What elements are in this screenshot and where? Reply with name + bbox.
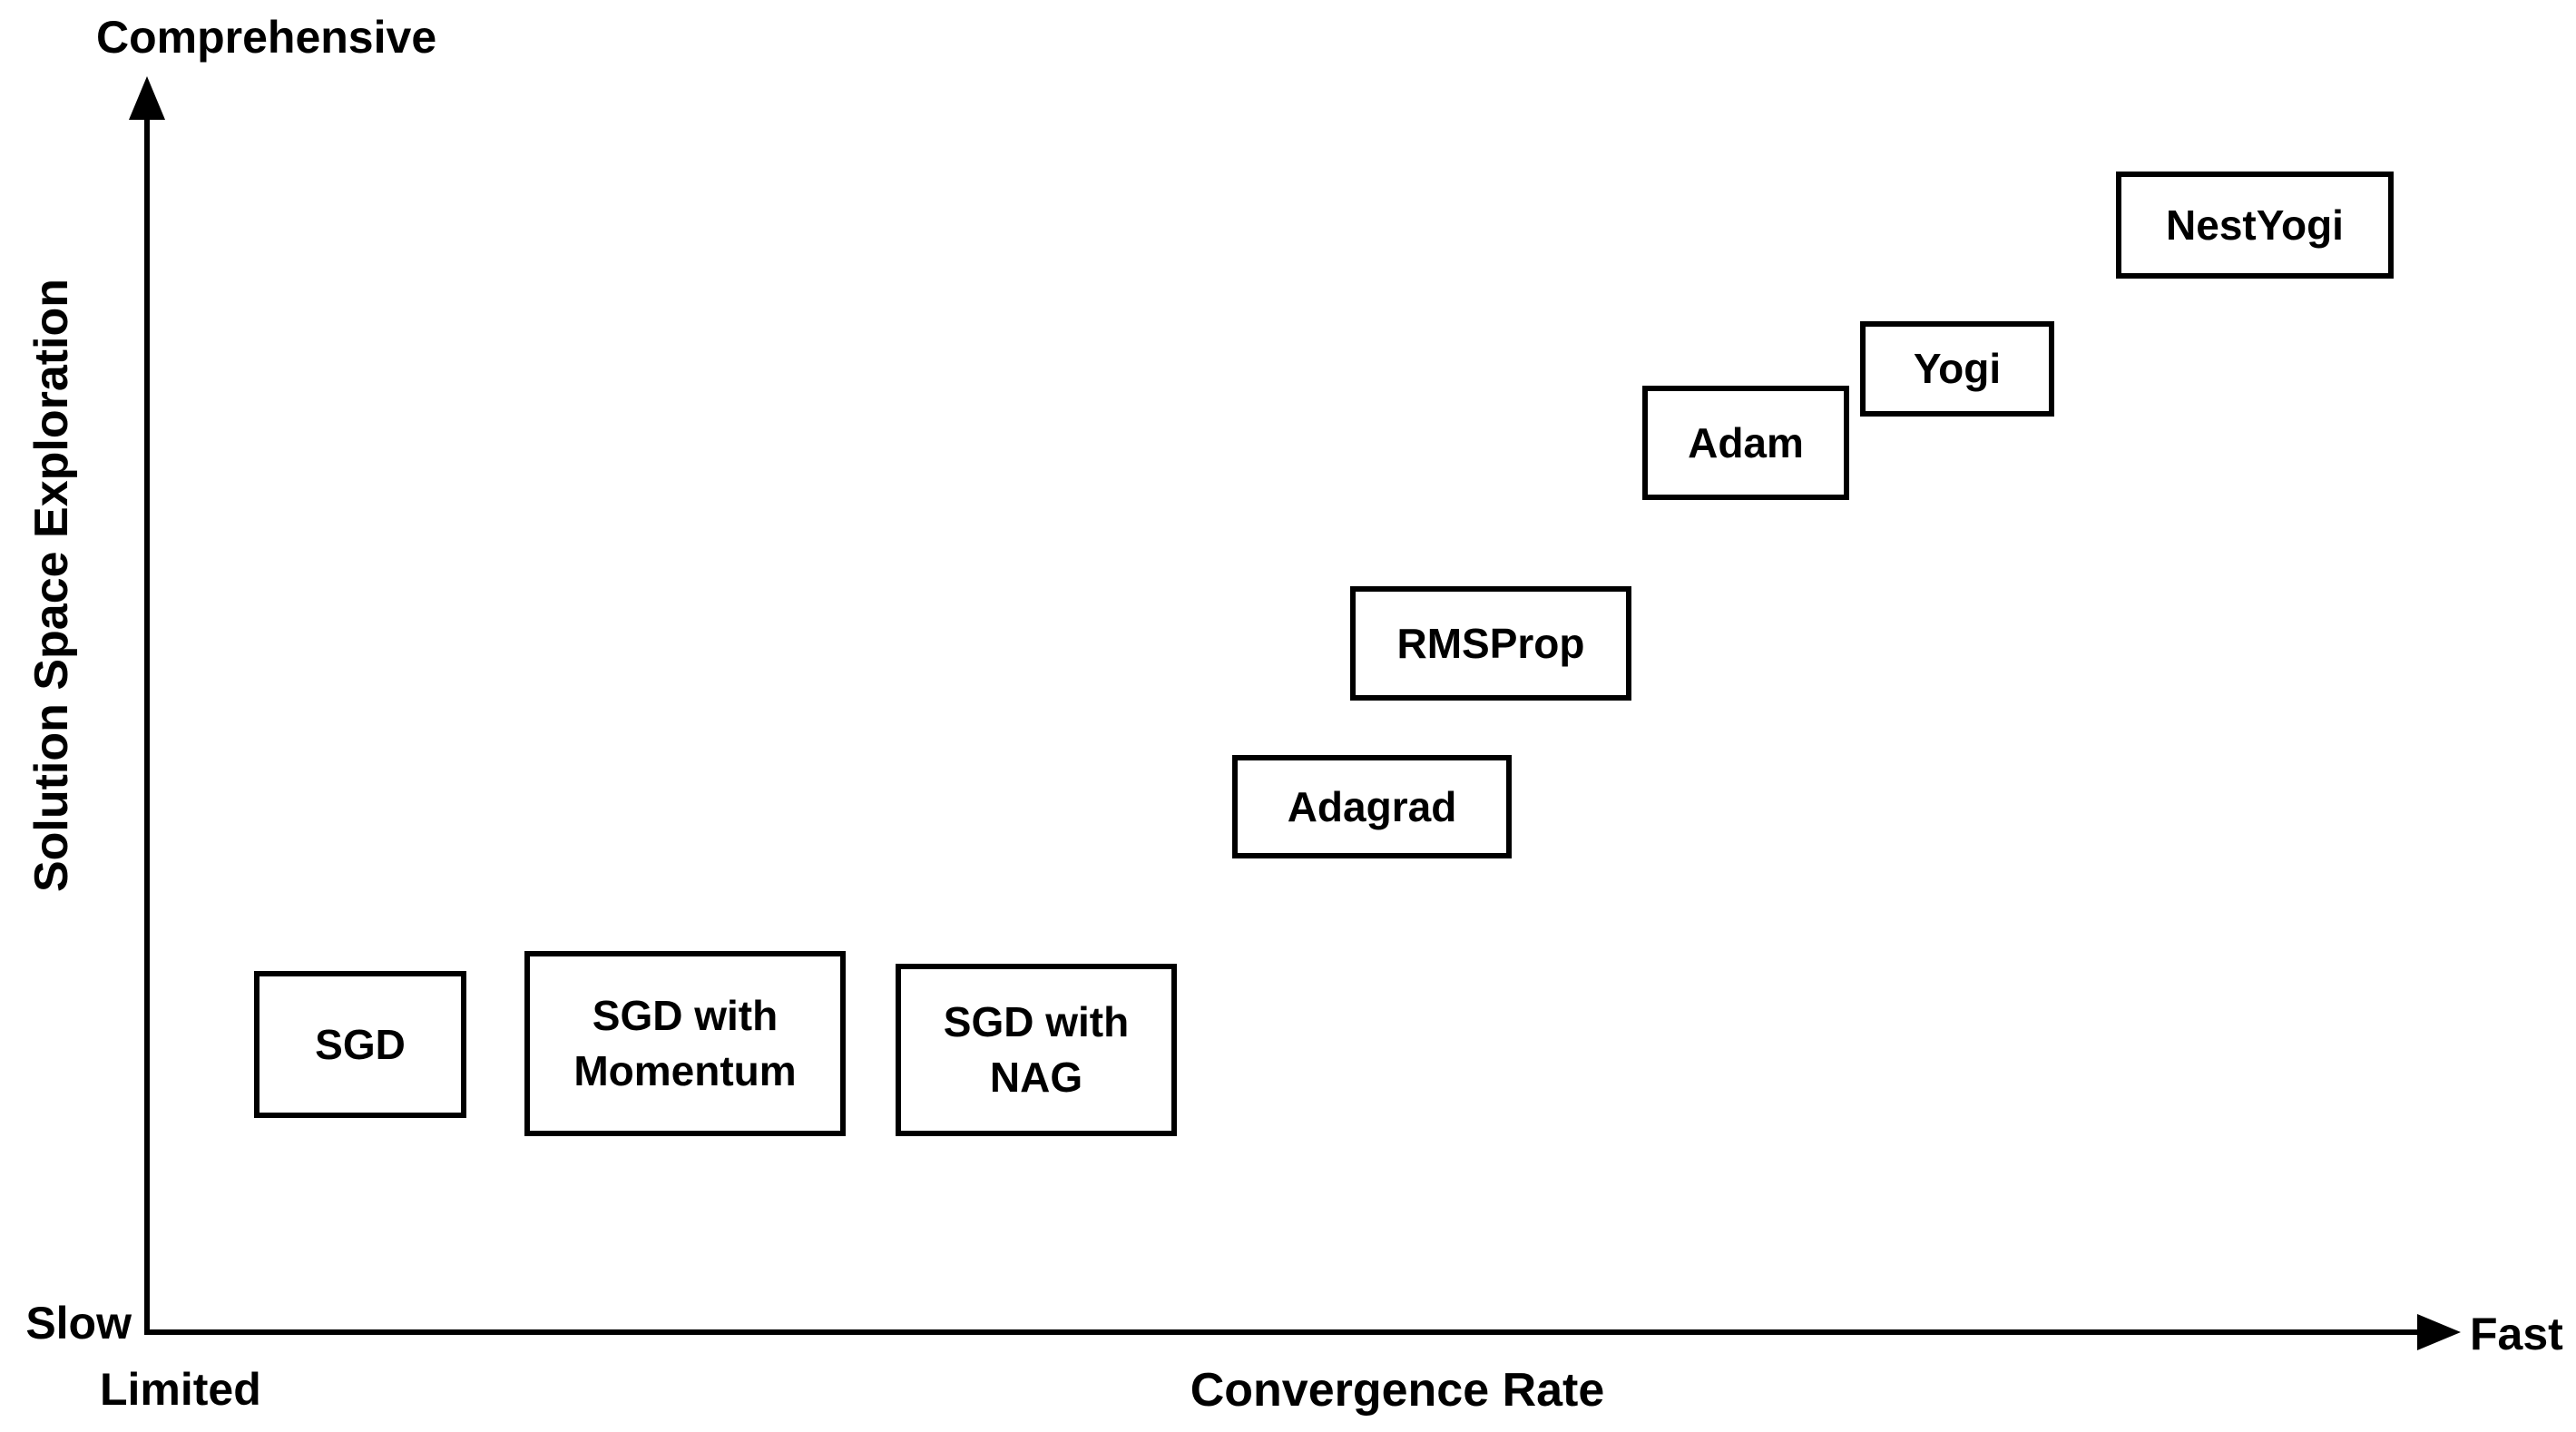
optimizer-label: NestYogi: [2166, 201, 2344, 249]
optimizer-label: RMSProp: [1396, 619, 1585, 667]
optimizer-box-rmsprop: RMSProp: [1350, 586, 1631, 701]
optimizer-label: SGD with Momentum: [573, 992, 797, 1094]
y-axis-max-label: Comprehensive: [96, 12, 437, 63]
x-axis-arrowhead-icon: [2417, 1314, 2461, 1350]
x-axis-line: [144, 1329, 2423, 1335]
optimizer-label: SGD with NAG: [943, 998, 1130, 1101]
y-axis-min-label: Slow: [25, 1298, 132, 1349]
optimizer-box-sgd: SGD: [254, 971, 466, 1118]
x-axis-min-label: Limited: [100, 1364, 261, 1415]
optimizer-box-sgd-nag: SGD with NAG: [896, 964, 1177, 1136]
optimizer-label: SGD: [315, 1020, 406, 1068]
y-axis-line: [144, 100, 150, 1335]
optimizer-box-adam: Adam: [1642, 386, 1849, 500]
optimizer-label: Yogi: [1913, 345, 2002, 393]
y-axis-arrowhead-icon: [129, 76, 165, 120]
x-axis-title: Convergence Rate: [1190, 1364, 1605, 1417]
optimizer-box-yogi: Yogi: [1860, 321, 2054, 417]
optimizer-box-adagrad: Adagrad: [1232, 755, 1512, 858]
y-axis-title: Solution Space Exploration: [25, 278, 78, 893]
optimizer-label: Adam: [1688, 418, 1804, 466]
optimizer-box-sgd-momentum: SGD with Momentum: [524, 951, 846, 1136]
optimizer-box-nestyogi: NestYogi: [2116, 172, 2394, 279]
x-axis-max-label: Fast: [2470, 1309, 2563, 1359]
optimizer-label: Adagrad: [1287, 782, 1457, 830]
